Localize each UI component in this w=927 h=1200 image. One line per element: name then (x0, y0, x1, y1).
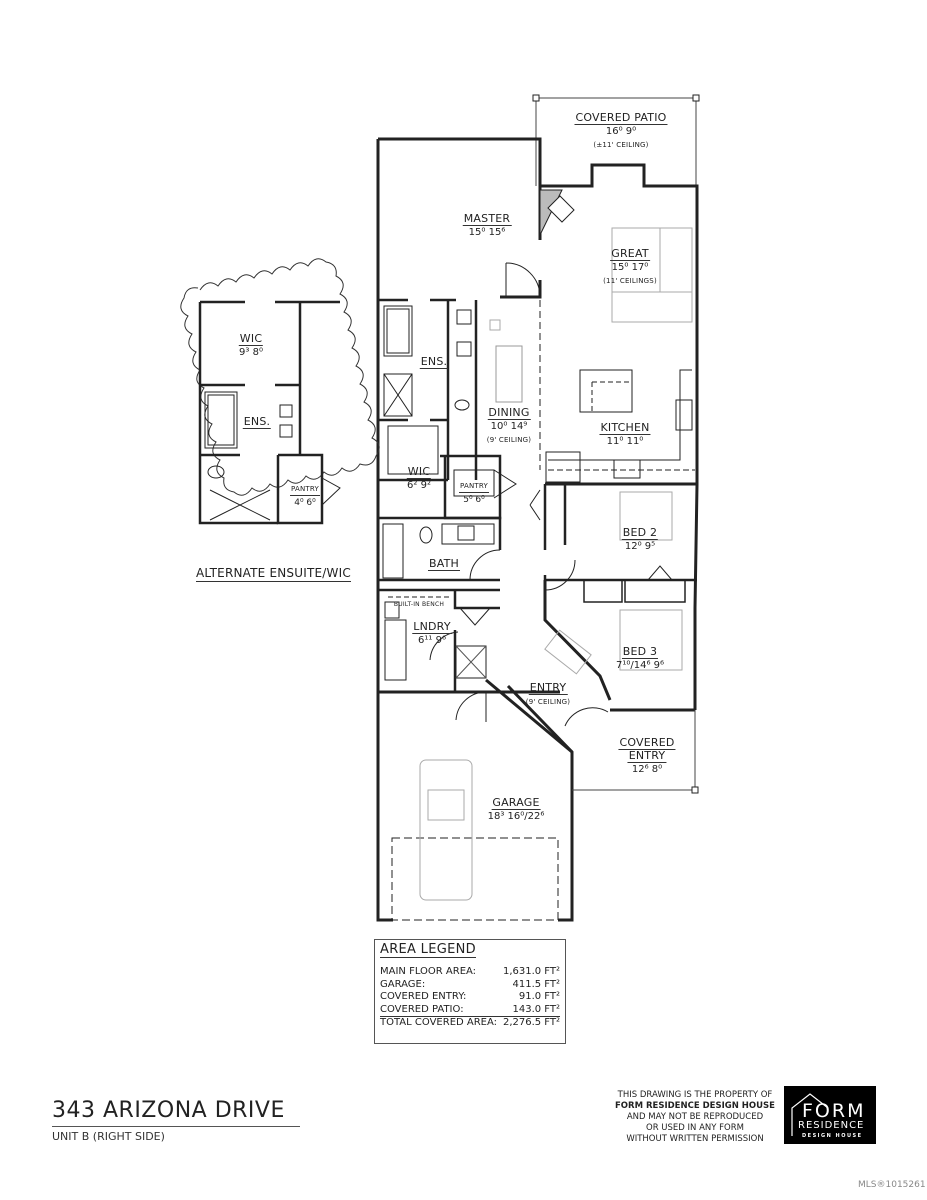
room-covered-patio: COVERED PATIO 16⁰ 9⁰ (±11' CEILING) (574, 111, 668, 149)
unit-label: UNIT B (RIGHT SIDE) (52, 1130, 165, 1143)
legend-row-total: TOTAL COVERED AREA: 2,276.5 FT² (380, 1016, 560, 1028)
room-laundry: LNDRY 6¹¹ 9⁶ (412, 620, 452, 646)
house-outline-icon (791, 1093, 829, 1136)
alt-room-ensuite: ENS. (242, 415, 272, 429)
property-address: 343 ARIZONA DRIVE (52, 1098, 285, 1123)
room-pantry: PANTRY 5⁰ 6⁰ (459, 482, 489, 505)
room-wic: WIC 6² 9² (406, 465, 432, 491)
mls-watermark: MLS®1015261 (858, 1180, 926, 1190)
room-bed-3: BED 3 7¹⁰/14⁶ 9⁶ (615, 645, 665, 672)
alt-room-pantry: PANTRY 4⁰ 6⁰ (290, 485, 320, 508)
legend-row-main-floor: MAIN FLOOR AREA: 1,631.0 FT² (380, 966, 560, 977)
legend-row-garage: GARAGE: 411.5 FT² (380, 978, 560, 990)
room-great: GREAT 15⁰ 17⁰ (11' CEILINGS) (603, 247, 657, 286)
alt-room-wic: WIC 9³ 8⁰ (238, 332, 264, 358)
legend-row-covered-entry: COVERED ENTRY: 91.0 FT² (380, 991, 560, 1002)
room-covered-entry: COVERED ENTRY 12⁶ 8⁰ (618, 736, 676, 775)
built-in-bench: BUILT-IN BENCH (393, 601, 445, 608)
legend-row-covered-patio: COVERED PATIO: 143.0 FT² (380, 1003, 560, 1015)
address-underline (52, 1126, 300, 1127)
alternate-ensuite-caption: ALTERNATE ENSUITE/WIC (196, 566, 351, 582)
room-entry: ENTRY (9' CEILING) (525, 681, 571, 707)
area-legend: AREA LEGEND MAIN FLOOR AREA: 1,631.0 FT²… (374, 939, 566, 1044)
room-ensuite: ENS. (419, 355, 449, 369)
room-dining: DINING 10⁰ 14⁹ (9' CEILING) (486, 406, 532, 445)
room-bed-2: BED 2 12⁰ 9⁵ (621, 526, 659, 552)
room-garage: GARAGE 18³ 16⁰/22⁶ (487, 796, 545, 823)
copyright-notice: THIS DRAWING IS THE PROPERTY OF FORM RES… (615, 1090, 775, 1144)
room-master: MASTER 15⁰ 15⁶ (462, 212, 512, 238)
room-bath: BATH (427, 557, 461, 571)
form-residence-logo: FORM RESIDENCE DESIGN HOUSE (784, 1086, 876, 1144)
room-kitchen: KITCHEN 11⁰ 11⁰ (599, 421, 651, 447)
area-legend-title: AREA LEGEND (380, 942, 476, 958)
